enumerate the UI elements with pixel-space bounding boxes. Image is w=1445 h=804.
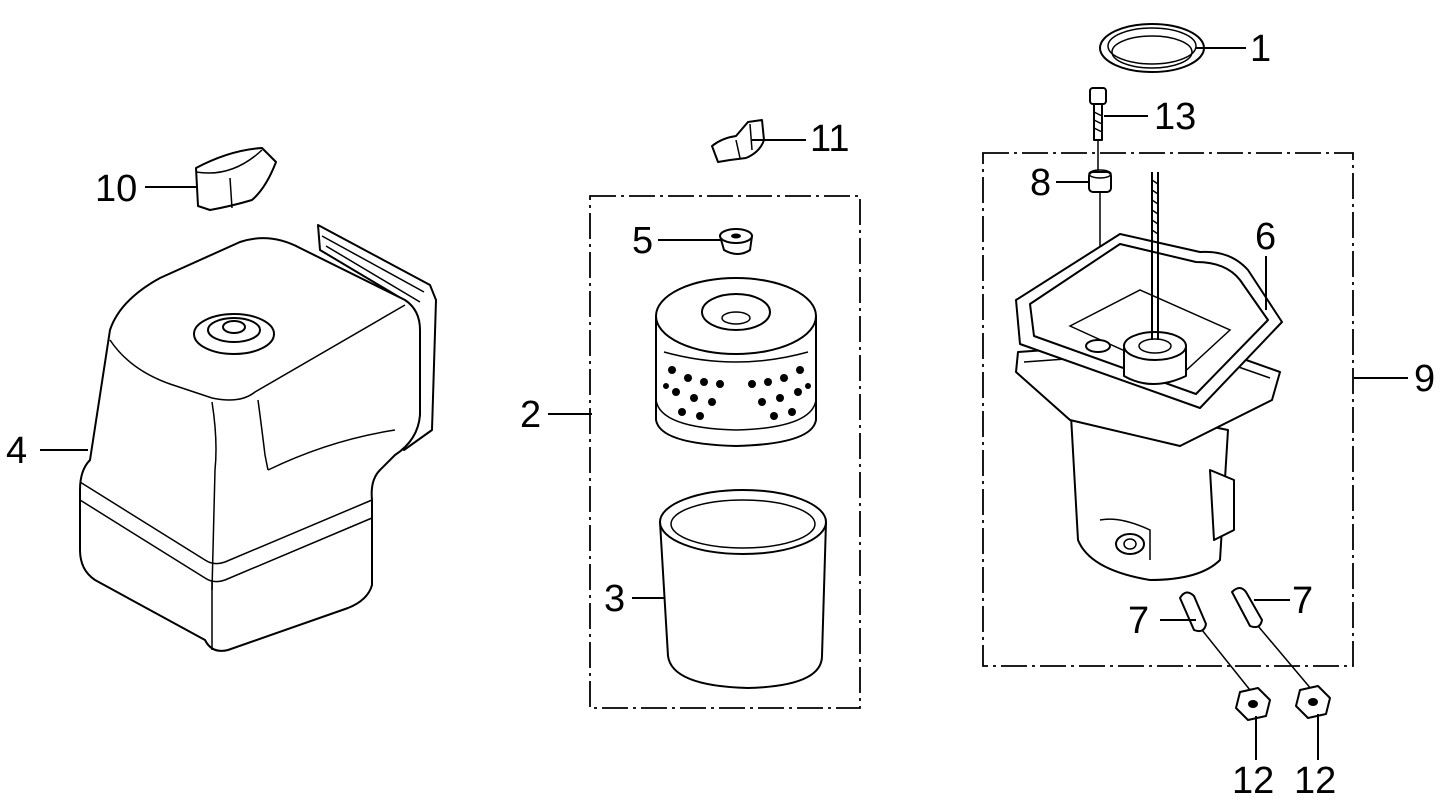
pipe-right <box>1231 587 1313 691</box>
element-assembly-box <box>589 195 861 709</box>
nut-right <box>1295 685 1331 719</box>
air-cleaner-case <box>1015 172 1283 581</box>
bolt <box>1089 87 1107 170</box>
knob <box>195 147 277 211</box>
callout-3: 3 <box>604 578 626 620</box>
callout-12-left: 12 <box>1232 760 1275 802</box>
callout-13: 13 <box>1154 96 1197 138</box>
seal-ring <box>1099 23 1205 73</box>
callout-12-right: 12 <box>1294 760 1337 802</box>
filter-cartridge <box>655 277 817 447</box>
callout-5: 5 <box>632 220 654 262</box>
callout-11: 11 <box>810 118 850 160</box>
callout-7-left: 7 <box>1128 600 1150 642</box>
callout-9: 9 <box>1414 358 1436 400</box>
callout-4: 4 <box>6 430 28 472</box>
case-assembly-box <box>982 152 1354 667</box>
pipe-left <box>1179 591 1251 691</box>
nut-left <box>1235 687 1271 721</box>
foam-element <box>659 489 827 689</box>
callout-2: 2 <box>520 394 542 436</box>
air-cleaner-cover <box>79 224 437 652</box>
callout-8: 8 <box>1030 162 1052 204</box>
callout-1: 1 <box>1250 28 1272 70</box>
grommet <box>719 228 753 255</box>
callout-6: 6 <box>1255 216 1277 258</box>
callout-10: 10 <box>95 168 138 210</box>
leader-lines <box>40 47 1408 760</box>
callout-7-right: 7 <box>1292 580 1314 622</box>
